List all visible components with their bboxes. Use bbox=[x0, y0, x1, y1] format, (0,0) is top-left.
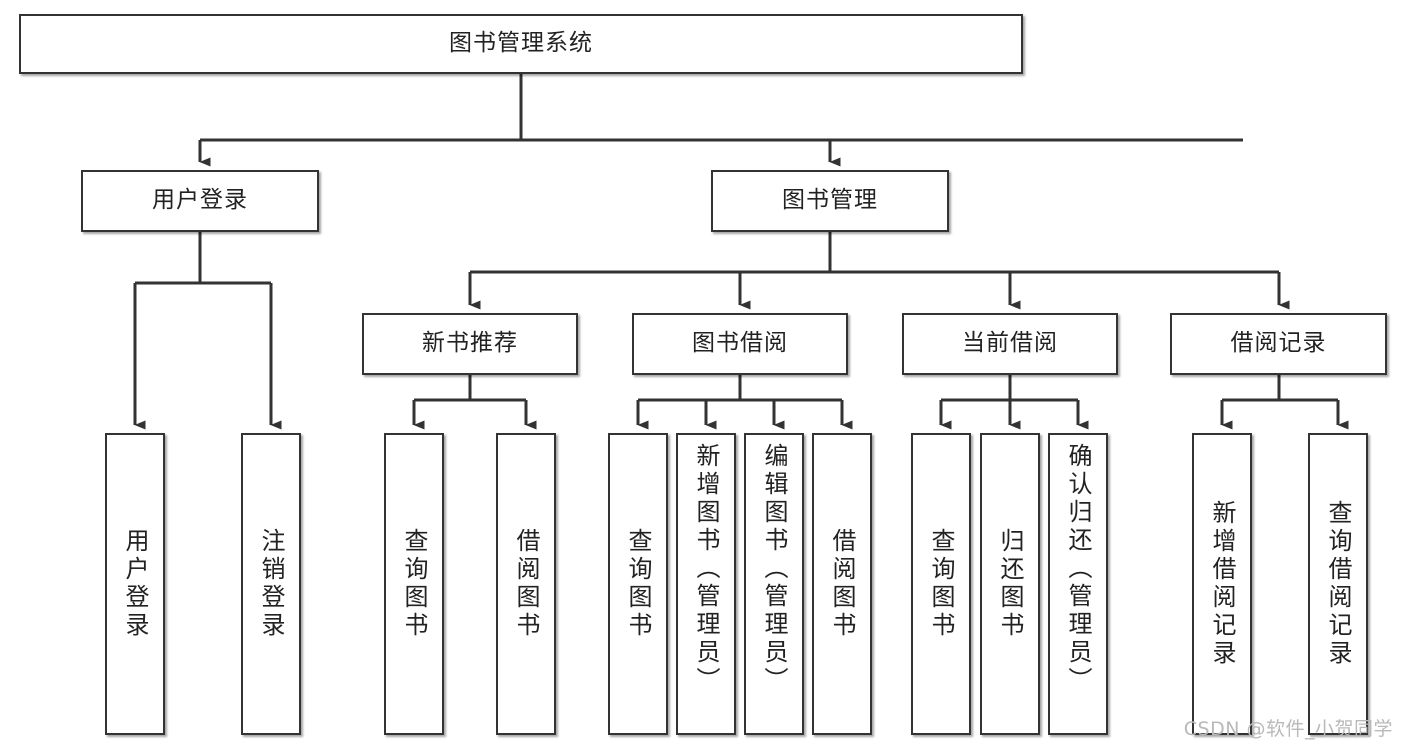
node-leaf-borrow-book-2-label: 借阅图书 bbox=[828, 528, 856, 640]
node-new-book-recommend[interactable]: 新书推荐 bbox=[362, 313, 578, 375]
node-leaf-edit-book-label: 编辑图书（管理员） bbox=[760, 443, 788, 695]
node-book-management[interactable]: 图书管理 bbox=[711, 170, 949, 232]
node-leaf-return-book-label: 归还图书 bbox=[996, 528, 1024, 640]
node-current-borrow-label: 当前借阅 bbox=[962, 330, 1058, 357]
node-leaf-user-login[interactable]: 用户登录 bbox=[105, 433, 165, 735]
node-leaf-add-record-label: 新增借阅记录 bbox=[1208, 500, 1236, 668]
node-user-login[interactable]: 用户登录 bbox=[81, 170, 319, 232]
node-leaf-user-login-label: 用户登录 bbox=[121, 528, 149, 640]
node-leaf-borrow-book-2[interactable]: 借阅图书 bbox=[812, 433, 872, 735]
node-leaf-add-record[interactable]: 新增借阅记录 bbox=[1192, 433, 1252, 735]
node-borrow-record[interactable]: 借阅记录 bbox=[1170, 313, 1387, 375]
node-root-label: 图书管理系统 bbox=[449, 30, 593, 57]
node-leaf-query-record-label: 查询借阅记录 bbox=[1324, 500, 1352, 668]
node-book-management-label: 图书管理 bbox=[782, 187, 878, 214]
node-book-borrow-label: 图书借阅 bbox=[692, 330, 788, 357]
node-leaf-edit-book[interactable]: 编辑图书（管理员） bbox=[744, 433, 804, 735]
node-borrow-record-label: 借阅记录 bbox=[1230, 330, 1327, 357]
node-leaf-return-book[interactable]: 归还图书 bbox=[980, 433, 1040, 735]
node-leaf-logout-login[interactable]: 注销登录 bbox=[241, 433, 301, 735]
node-leaf-query-record[interactable]: 查询借阅记录 bbox=[1308, 433, 1368, 735]
node-leaf-confirm-return-label: 确认归还（管理员） bbox=[1064, 443, 1092, 695]
node-new-book-recommend-label: 新书推荐 bbox=[422, 330, 518, 357]
node-leaf-add-book-label: 新增图书（管理员） bbox=[692, 443, 720, 695]
node-root[interactable]: 图书管理系统 bbox=[19, 14, 1023, 74]
node-leaf-borrow-book-1[interactable]: 借阅图书 bbox=[496, 433, 556, 735]
node-leaf-query-book-1[interactable]: 查询图书 bbox=[384, 433, 444, 735]
node-leaf-logout-login-label: 注销登录 bbox=[257, 528, 285, 640]
node-book-borrow[interactable]: 图书借阅 bbox=[632, 313, 848, 375]
node-user-login-label: 用户登录 bbox=[152, 187, 248, 214]
node-leaf-borrow-book-1-label: 借阅图书 bbox=[512, 528, 540, 640]
node-leaf-add-book[interactable]: 新增图书（管理员） bbox=[676, 433, 736, 735]
node-current-borrow[interactable]: 当前借阅 bbox=[902, 313, 1118, 375]
watermark-text: CSDN @软件_小贺同学 bbox=[1183, 718, 1393, 740]
node-leaf-query-book-3-label: 查询图书 bbox=[927, 528, 955, 640]
node-leaf-query-book-3[interactable]: 查询图书 bbox=[911, 433, 971, 735]
node-leaf-query-book-2-label: 查询图书 bbox=[624, 528, 652, 640]
node-leaf-query-book-1-label: 查询图书 bbox=[400, 528, 428, 640]
node-leaf-query-book-2[interactable]: 查询图书 bbox=[608, 433, 668, 735]
node-leaf-confirm-return[interactable]: 确认归还（管理员） bbox=[1048, 433, 1108, 735]
